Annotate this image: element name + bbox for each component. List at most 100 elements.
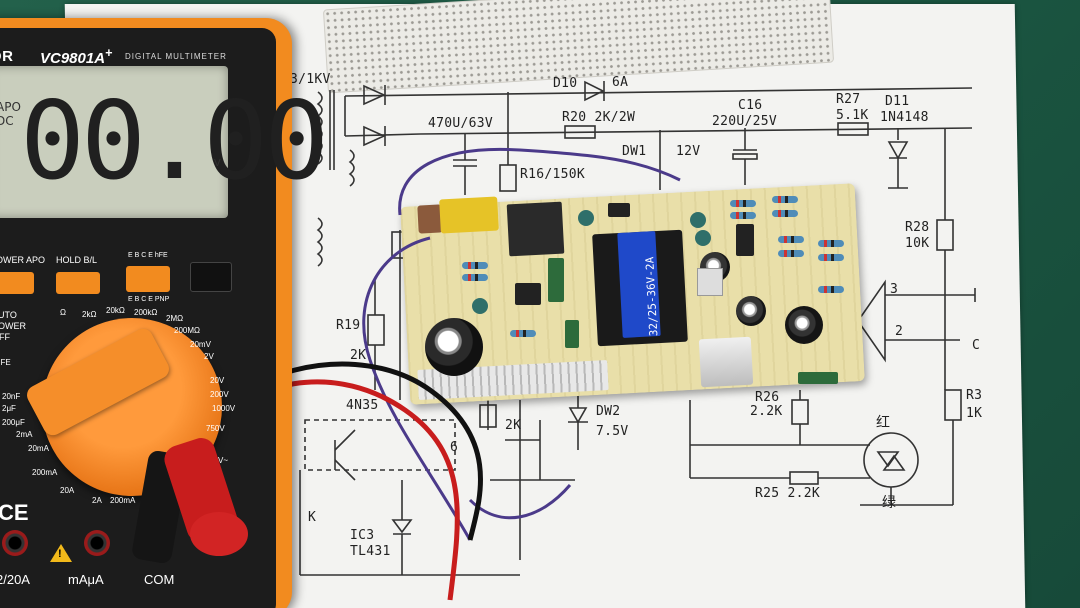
r27-value: 5.1K bbox=[836, 108, 869, 123]
purple-wire-bottom bbox=[468, 484, 572, 520]
disc-cap-4 bbox=[472, 298, 488, 314]
range-20mv: 20mV bbox=[190, 340, 211, 349]
r16-label: R16/150K bbox=[520, 167, 586, 182]
multimeter-model: VC9801A+ bbox=[40, 46, 112, 67]
r28-label: R28 bbox=[905, 220, 930, 235]
range-20v: 20V bbox=[210, 376, 225, 385]
range-200ma-2: 200mA bbox=[110, 496, 136, 505]
resistor-4 bbox=[730, 212, 756, 219]
green-resistor-large bbox=[798, 372, 838, 384]
multimeter-brand: VICTOR bbox=[0, 48, 14, 65]
range-1000v: 1000V bbox=[212, 404, 236, 413]
pin2-label: 2 bbox=[895, 324, 904, 339]
range-20ma: 20mA bbox=[28, 444, 49, 453]
lcd-apo: APO bbox=[0, 100, 21, 114]
ic3-label: IC3 bbox=[350, 528, 375, 543]
range-200ma: 200mA bbox=[32, 468, 58, 477]
light-sensor bbox=[190, 262, 232, 292]
lcd-reading: 00.00 bbox=[20, 79, 329, 204]
jack-ma-label: mAμA bbox=[68, 572, 104, 587]
hold-button-label: HOLD B/L bbox=[56, 255, 98, 265]
range-2a: 2A bbox=[92, 496, 102, 505]
resistor-1 bbox=[462, 262, 488, 269]
auto-text: AUTO bbox=[0, 310, 17, 320]
warning-text: ! bbox=[58, 548, 62, 560]
jack-20a-label: 2/20A bbox=[0, 572, 30, 587]
range-200v: 200V bbox=[210, 390, 229, 399]
power-text: POWER bbox=[0, 321, 27, 331]
dw2-label: DW2 bbox=[596, 404, 621, 419]
hfe-pnp-label: E B C E PNP bbox=[128, 296, 170, 303]
jack-20a[interactable] bbox=[2, 530, 28, 556]
ic-chip-1 bbox=[515, 283, 541, 305]
d11-label: D11 bbox=[885, 94, 910, 109]
r3-label: R3 bbox=[966, 388, 983, 403]
k-label: K bbox=[308, 510, 317, 525]
range-vac: V~ bbox=[218, 456, 229, 465]
resistor-2 bbox=[462, 274, 488, 281]
power-button[interactable] bbox=[0, 272, 34, 294]
range-2ma: 2mA bbox=[16, 430, 33, 439]
purple-wire-top bbox=[398, 147, 681, 216]
r3-value: 1K bbox=[966, 406, 983, 421]
lcd-unit: V bbox=[214, 158, 221, 169]
ic-chip-3 bbox=[608, 203, 630, 217]
purple-wire-left bbox=[362, 236, 472, 541]
disc-cap-2 bbox=[695, 230, 711, 246]
r26-value: 2.2K bbox=[750, 404, 783, 419]
range-2m: 2MΩ bbox=[166, 314, 184, 323]
lcd-mode-indicator: APO DC bbox=[0, 100, 21, 128]
model-sup: + bbox=[105, 46, 113, 60]
d11-value: 1N4148 bbox=[880, 110, 929, 125]
auto-power-off-label: AUTO POWER OFF bbox=[0, 310, 26, 343]
resistor-11 bbox=[818, 286, 844, 293]
r19-value: 2K bbox=[350, 348, 367, 363]
range-200m: 200MΩ bbox=[174, 326, 200, 335]
d10-label: D10 bbox=[553, 76, 578, 91]
warning-icon bbox=[50, 544, 72, 562]
resistor-10 bbox=[818, 254, 844, 261]
dw1-value: 12V bbox=[676, 144, 701, 159]
resistor-8 bbox=[778, 250, 804, 257]
range-hfe: hFE bbox=[0, 358, 11, 367]
dw1-label: DW1 bbox=[622, 144, 647, 159]
pin3-label: 3 bbox=[890, 282, 899, 297]
resistor-3 bbox=[730, 200, 756, 207]
c16-label: C16 bbox=[738, 98, 763, 113]
hold-button[interactable] bbox=[56, 272, 100, 294]
power-button-label: POWER APO bbox=[0, 255, 46, 265]
lcd-dc: DC bbox=[0, 114, 14, 128]
optocoupler-label: 4N35 bbox=[346, 398, 379, 413]
r28-value: 10K bbox=[905, 236, 930, 251]
range-ohm: Ω bbox=[60, 308, 66, 317]
ic-chip-2 bbox=[736, 224, 754, 256]
led-red-label: 红 bbox=[876, 415, 891, 431]
lcd-display bbox=[0, 66, 228, 218]
range-2k: 2kΩ bbox=[82, 310, 97, 319]
range-750v: 750V bbox=[206, 424, 225, 433]
range-20a: 20A bbox=[60, 486, 75, 495]
bulk-capacitor bbox=[425, 318, 483, 376]
transformer-label: 3/1KV bbox=[290, 72, 331, 87]
six-label: 6 bbox=[450, 440, 459, 455]
resistor-5 bbox=[772, 196, 798, 203]
hfe-label: E B C E hFE bbox=[128, 252, 168, 259]
resistor-9 bbox=[818, 240, 844, 247]
jack-com-label: COM bbox=[144, 572, 175, 587]
ce-mark: CE bbox=[0, 500, 29, 525]
header-pins bbox=[697, 268, 723, 296]
pin-c-label: C bbox=[972, 338, 981, 353]
disc-cap-1 bbox=[690, 212, 706, 228]
r27-label: R27 bbox=[836, 92, 861, 107]
output-capacitor bbox=[785, 306, 823, 344]
c16-value: 220U/25V bbox=[712, 114, 778, 129]
d10-value: 6A bbox=[612, 75, 629, 90]
hfe-socket[interactable] bbox=[126, 266, 170, 292]
resistor-6 bbox=[772, 210, 798, 217]
red-probe-boot bbox=[190, 512, 248, 556]
ic3-value: TL431 bbox=[350, 544, 391, 559]
jack-ma[interactable] bbox=[84, 530, 110, 556]
green-part-1 bbox=[548, 258, 564, 302]
